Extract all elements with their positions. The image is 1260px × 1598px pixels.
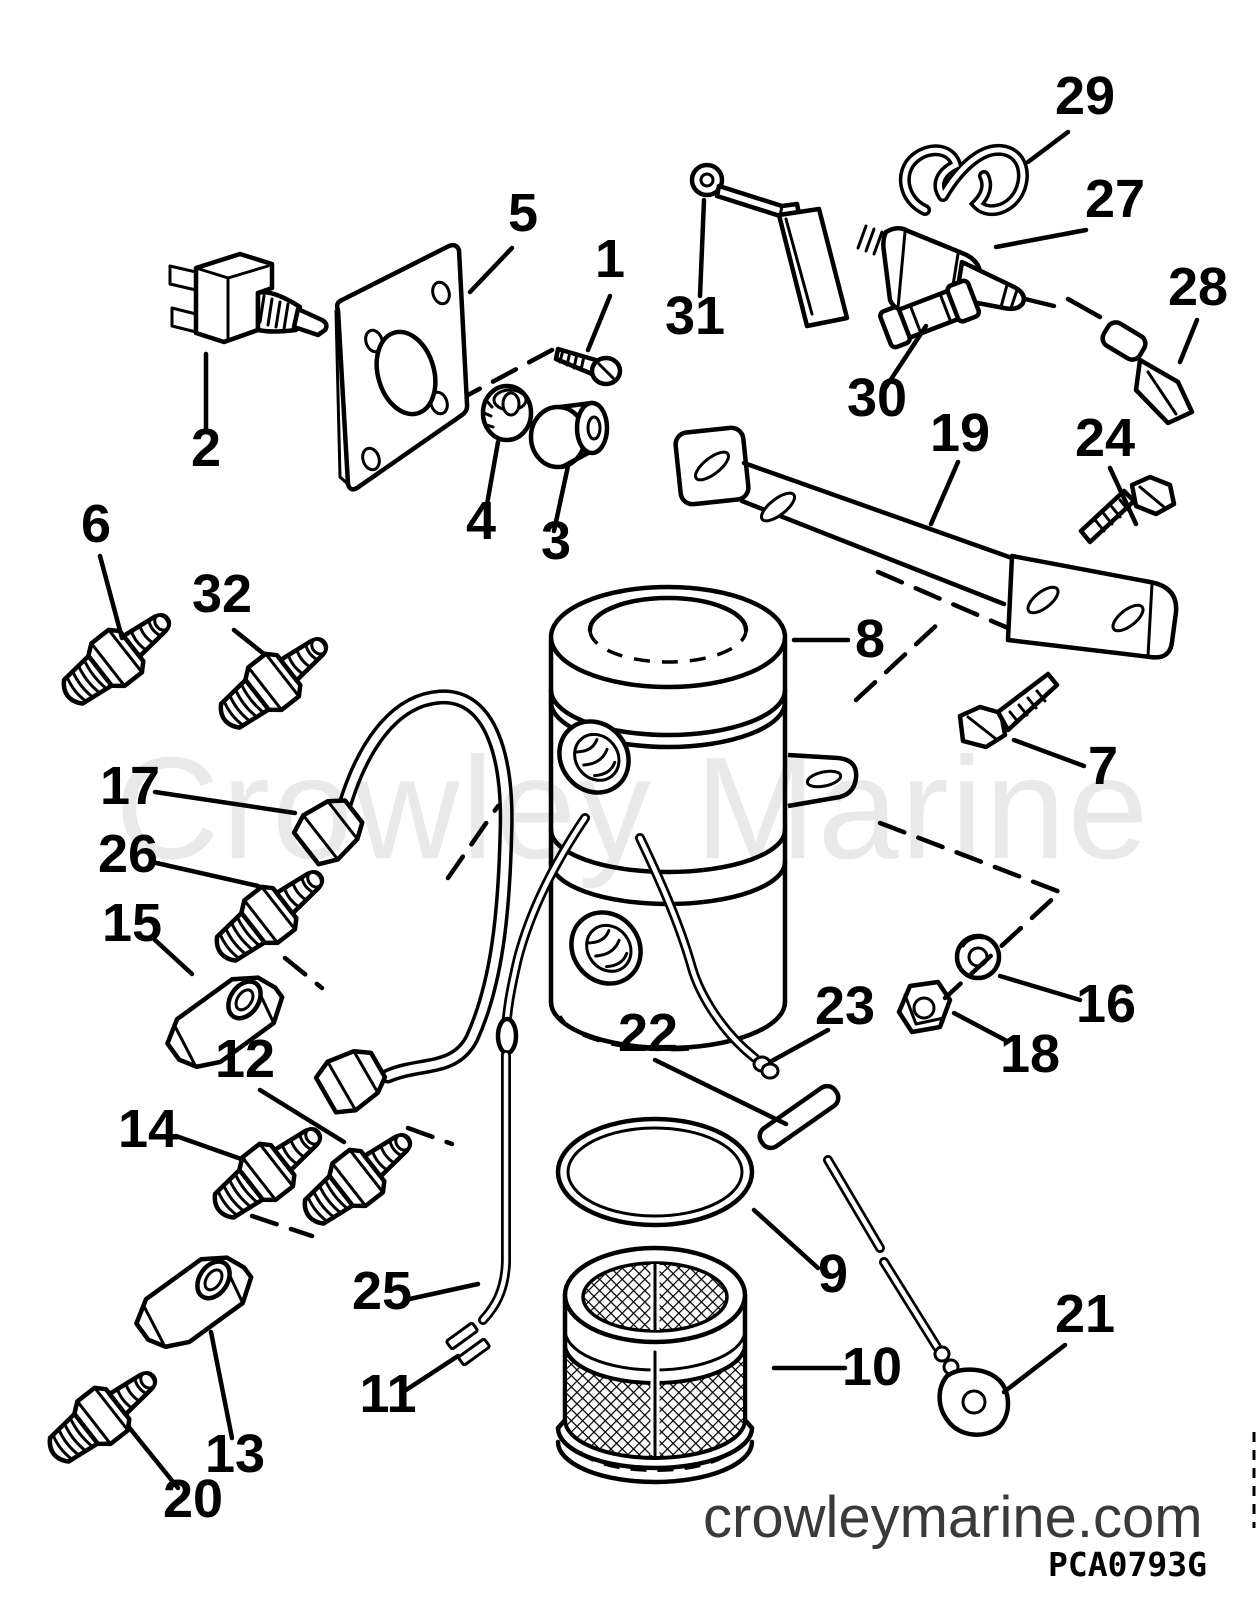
callout-labels: 1 2 3 4 5 6 7 8 9 10 11 12 13 14 15 16 1… [81, 66, 1228, 1529]
screw-drawing [553, 346, 623, 387]
part-label-9: 9 [818, 1244, 848, 1304]
part-label-4: 4 [466, 491, 496, 551]
part-label-22: 22 [618, 1003, 678, 1063]
toggle-switch-drawing [168, 251, 329, 345]
nut-drawing [896, 979, 953, 1035]
part-label-21: 21 [1055, 1284, 1115, 1344]
plunger-drawing [776, 206, 850, 329]
part-label-32: 32 [192, 564, 252, 624]
part-label-30: 30 [847, 368, 907, 428]
part-label-26: 26 [98, 824, 158, 884]
part-label-31: 31 [665, 286, 725, 346]
part-label-1: 1 [595, 229, 625, 289]
part-label-14: 14 [118, 1099, 178, 1159]
diagram-code-text: PCA0793G [1048, 1545, 1207, 1584]
spring-clip-drawing [898, 143, 1029, 217]
alignment-dashes [249, 347, 1256, 1528]
ring-terminal-cable-drawing [635, 833, 1011, 1437]
part-label-23: 23 [815, 976, 875, 1036]
terminal-connector-drawing [1065, 296, 1195, 426]
tube-assembly-drawing [289, 689, 514, 1119]
fuse-drawing [878, 278, 982, 350]
mounting-bracket-drawing [673, 425, 1179, 660]
keep-nut-drawing [480, 383, 534, 443]
part-label-19: 19 [930, 403, 990, 463]
link-rod-drawing [689, 162, 802, 219]
site-url-text: crowleymarine.com [703, 1485, 1203, 1550]
watermark-text: Crowley Marine [115, 727, 1150, 889]
part-label-8: 8 [855, 609, 885, 669]
part-label-27: 27 [1085, 169, 1145, 229]
bolt-7-drawing [957, 671, 1060, 750]
part-label-10: 10 [842, 1337, 902, 1397]
part-label-11: 11 [359, 1364, 416, 1424]
part-label-13: 13 [205, 1424, 265, 1484]
part-label-24: 24 [1075, 408, 1135, 468]
spacer-drawing [528, 400, 610, 470]
part-label-3: 3 [541, 511, 571, 571]
part-label-18: 18 [1000, 1024, 1060, 1084]
washer-drawing [954, 933, 1002, 981]
bolt-24-drawing [1078, 474, 1177, 545]
part-label-7: 7 [1088, 736, 1118, 796]
filter-screen-drawing [555, 1245, 755, 1485]
part-label-29: 29 [1055, 66, 1115, 126]
part-label-5: 5 [508, 183, 538, 243]
part-label-17: 17 [100, 756, 160, 816]
part-label-12: 12 [215, 1029, 275, 1089]
pump-body-drawing [548, 584, 859, 1052]
part-label-28: 28 [1168, 257, 1228, 317]
switch-plate-drawing [334, 242, 470, 492]
part-label-2: 2 [191, 418, 221, 478]
leader-lines [97, 129, 1200, 1491]
part-label-25: 25 [352, 1261, 412, 1321]
part-label-16: 16 [1076, 974, 1136, 1034]
part-label-15: 15 [102, 893, 162, 953]
lead-wire-drawing [445, 813, 590, 1367]
o-ring-drawing [555, 1116, 755, 1228]
part-label-6: 6 [81, 494, 111, 554]
part-label-20: 20 [163, 1469, 223, 1529]
